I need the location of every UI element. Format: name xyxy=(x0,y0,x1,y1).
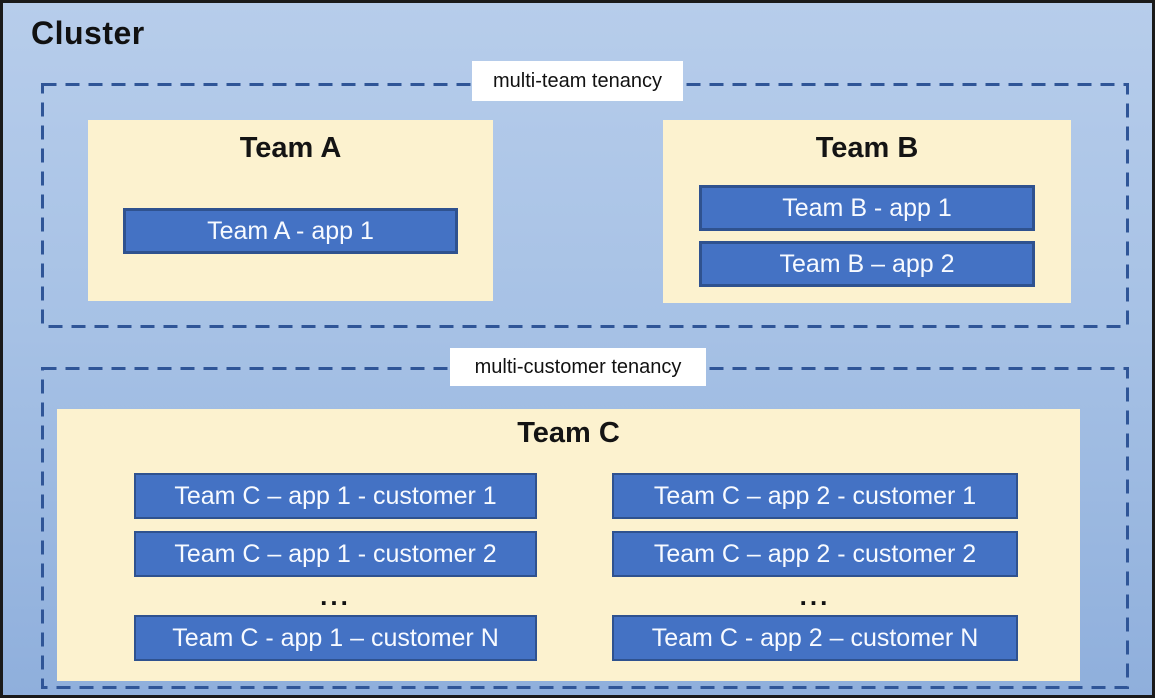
team-c-app2-ellipsis: ... xyxy=(799,581,831,611)
team-b-panel: Team B Team B - app 1 Team B – app 2 xyxy=(663,120,1071,303)
cluster-title: Cluster xyxy=(31,15,145,51)
team-c-panel: Team C Team C – app 1 - customer 1 Team … xyxy=(57,409,1080,681)
team-c-title: Team C xyxy=(517,417,620,449)
multi-team-tenancy-label: multi-team tenancy xyxy=(472,61,683,101)
team-c-app2-column: Team C – app 2 - customer 1 Team C – app… xyxy=(612,473,1018,661)
team-c-app1-customer-1: Team C – app 1 - customer 1 xyxy=(134,473,537,519)
team-b-app-1: Team B - app 1 xyxy=(699,185,1035,231)
team-c-app2-customer-n: Team C - app 2 – customer N xyxy=(612,615,1018,661)
team-b-title: Team B xyxy=(815,132,919,164)
team-c-app1-column: Team C – app 1 - customer 1 Team C – app… xyxy=(134,473,537,661)
team-b-app-2: Team B – app 2 xyxy=(699,241,1035,287)
team-a-title: Team A xyxy=(239,132,342,164)
multi-customer-tenancy-label: multi-customer tenancy xyxy=(450,348,706,386)
team-a-app-1: Team A - app 1 xyxy=(123,208,458,254)
team-c-app1-customer-n: Team C - app 1 – customer N xyxy=(134,615,537,661)
team-c-app2-customer-2: Team C – app 2 - customer 2 xyxy=(612,531,1018,577)
team-c-app1-ellipsis: ... xyxy=(320,581,351,611)
team-a-panel: Team A Team A - app 1 xyxy=(88,120,493,301)
team-c-app2-customer-1: Team C – app 2 - customer 1 xyxy=(612,473,1018,519)
team-c-app1-customer-2: Team C – app 1 - customer 2 xyxy=(134,531,537,577)
